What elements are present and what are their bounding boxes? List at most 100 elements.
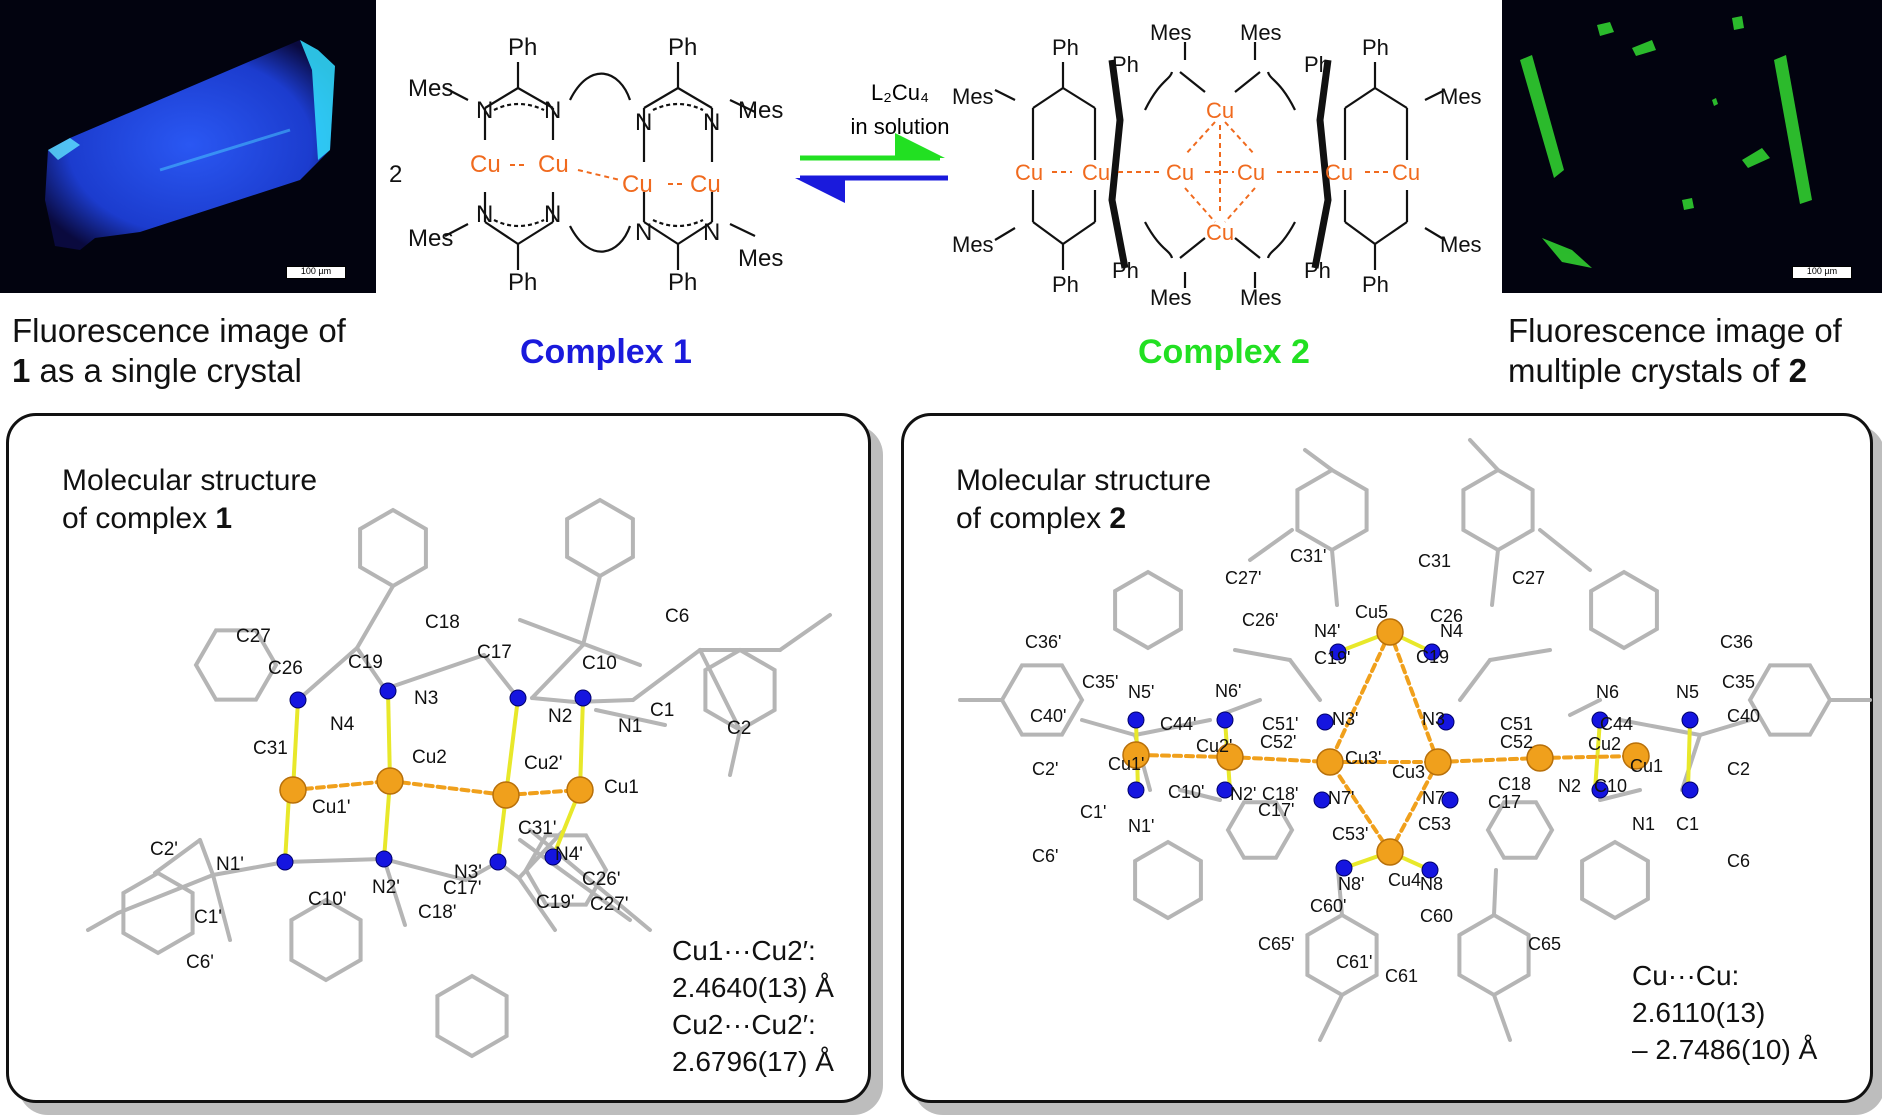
aryl-ring <box>1461 467 1535 553</box>
atom-label: N1' <box>216 854 244 875</box>
bond <box>1080 718 1137 737</box>
bond <box>578 696 585 792</box>
cu-label: Cu <box>538 151 569 178</box>
complex1-name: Complex 1 <box>520 333 692 371</box>
bond <box>1233 648 1292 662</box>
atom-label: N4 <box>1440 621 1463 641</box>
nitrogen-atom <box>1316 713 1334 731</box>
bond <box>517 876 557 932</box>
bond <box>296 646 359 702</box>
panel2-dist-line2: 2.6110(13) <box>1632 997 1766 1028</box>
bond <box>153 838 202 875</box>
mes-label: Mes <box>1240 285 1282 310</box>
nitrogen-atom <box>1591 781 1609 799</box>
atom-label: N4 <box>330 714 355 735</box>
atom-label: N3' <box>454 862 482 883</box>
atom-label: C18 <box>1498 774 1531 794</box>
atom-label: C52 <box>1500 732 1533 752</box>
copper-atom <box>1526 744 1554 772</box>
copper-atom <box>1376 618 1404 646</box>
panel2-title-line2: of complex <box>956 502 1110 535</box>
bond <box>1458 658 1492 702</box>
atom-label: C27' <box>1225 568 1261 588</box>
cu-label: Cu <box>1206 220 1234 245</box>
caption-right-line1: Fluorescence image of <box>1508 312 1842 349</box>
nitrogen-atom <box>1591 711 1609 729</box>
cu-cu-contact <box>1538 754 1638 760</box>
atom-label: C44' <box>1160 714 1196 734</box>
n-label: N <box>635 219 652 246</box>
mes-label: Mes <box>1240 20 1282 45</box>
scalebar-right: 100 µm <box>1792 266 1852 279</box>
nitrogen-atom <box>1423 643 1441 661</box>
panel1-dist-line3: Cu2···Cu2′: <box>672 1009 816 1040</box>
bond <box>698 648 742 732</box>
atom-label: N6 <box>1596 682 1619 702</box>
panel2-dist-line3: – 2.7486(10) Å <box>1632 1034 1818 1065</box>
atom-label: N6' <box>1215 681 1241 701</box>
atom-label: C1 <box>650 700 674 721</box>
aryl-ring <box>121 870 195 956</box>
ph-label: Ph <box>1362 272 1389 297</box>
atom-label: N4' <box>555 844 583 865</box>
bond <box>1248 528 1294 562</box>
nitrogen-atom <box>1329 643 1347 661</box>
atom-label: C26' <box>1242 610 1278 630</box>
atom-label: C2 <box>727 718 751 739</box>
atom-label: C6' <box>1032 846 1058 866</box>
bond <box>116 873 215 915</box>
cu-label: Cu <box>1392 160 1420 185</box>
bond <box>1318 993 1344 1042</box>
nitrogen-atom <box>1127 711 1145 729</box>
ph-label: Ph <box>1362 35 1389 60</box>
atom-label: C2 <box>1727 759 1750 779</box>
atom-label: C53' <box>1332 824 1368 844</box>
atom-label: C61 <box>1385 966 1418 986</box>
panel2-title: Molecular structure of complex 2 <box>956 462 1211 538</box>
atom-label: N4' <box>1314 621 1340 641</box>
nitrogen-atom <box>1421 861 1439 879</box>
atom-label: C60 <box>1420 906 1453 926</box>
atom-label: C26 <box>1430 606 1463 626</box>
panel2-dist-line1: Cu···Cu: <box>1632 960 1740 991</box>
copper-atom <box>566 776 594 804</box>
copper-atom <box>279 776 307 804</box>
atom-label: C51' <box>1262 714 1298 734</box>
fluorescence-image-complex2: 100 µm <box>1502 0 1882 293</box>
bond <box>1288 658 1322 702</box>
bond <box>1568 698 1602 717</box>
atom-label: N5 <box>1676 682 1699 702</box>
aryl-ring <box>1133 839 1203 921</box>
atom-label: C17' <box>1258 800 1294 820</box>
copper-atom <box>1424 748 1452 776</box>
atom-label: Cu2' <box>1196 736 1232 756</box>
bond <box>1598 788 1642 802</box>
cu-cu-contact <box>1228 755 1332 764</box>
atom-label: Cu4 <box>1388 870 1421 890</box>
panel2-title-bold: 2 <box>1109 502 1127 535</box>
bond <box>1133 718 1212 737</box>
bond <box>1336 868 1344 917</box>
atom-label: Cu1' <box>1108 754 1144 774</box>
panel1-dist-line4: 2.6796(17) Å <box>672 1046 834 1077</box>
atom-label: C53 <box>1418 814 1451 834</box>
bond <box>594 708 667 727</box>
aryl-ring <box>565 497 635 579</box>
aryl-ring <box>193 628 279 702</box>
equilibrium-arrows: L₂Cu₄ in solution <box>795 80 950 203</box>
n-label: N <box>476 97 493 124</box>
atom-label: C65' <box>1258 934 1294 954</box>
cu-label: Cu <box>470 151 501 178</box>
nitrogen-atom <box>1681 781 1699 799</box>
cu-cu-contact <box>1388 760 1440 854</box>
atom-label: N3' <box>1332 709 1358 729</box>
nitrogen-atom <box>1437 713 1455 731</box>
atom-label: C40' <box>1030 706 1066 726</box>
ph-label: Ph <box>508 34 537 61</box>
atom-label: C26 <box>268 658 303 679</box>
cu-label: Cu <box>1015 160 1043 185</box>
cu-cu-contact <box>291 779 392 792</box>
atom-label: C60' <box>1310 896 1346 916</box>
